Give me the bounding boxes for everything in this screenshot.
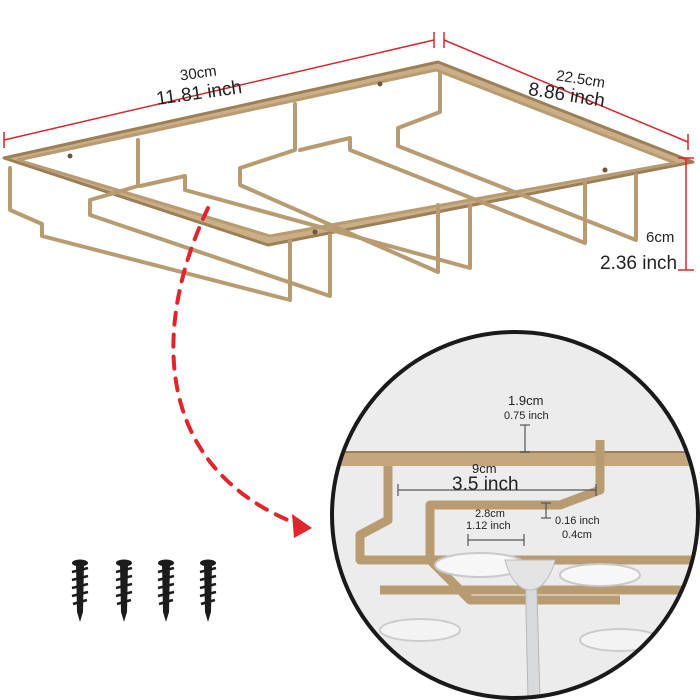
screw [115,559,133,622]
wire-cm-label: 0.4cm [562,529,592,541]
zoom-callout-arrow [171,206,312,538]
height-dimension-line [678,157,694,271]
screw [157,559,175,622]
wine-glass-rack [2,60,695,302]
gap-inch-label: 1.12 inch [466,520,511,532]
gap-cm-label: 2.8cm [475,508,505,520]
screw [71,559,89,622]
arrow-head [292,514,312,538]
frame-holes [67,81,608,235]
width-dimension-line [3,32,435,148]
detail-lens [330,330,700,700]
rail-inch-label: 0.75 inch [504,410,549,422]
height-inch-label: 2.36 inch [600,253,678,274]
height-cm-label: 6cm [646,229,675,246]
depth-dimension-line [443,32,689,150]
wire-inch-label: 0.16 inch [555,515,600,527]
screw [199,559,217,622]
slot-inch-label: 3.5 inch [452,474,519,495]
rail-cm-label: 1.9cm [508,393,544,408]
screw-set [71,559,217,622]
slot-cm-label: 9cm [472,461,497,476]
